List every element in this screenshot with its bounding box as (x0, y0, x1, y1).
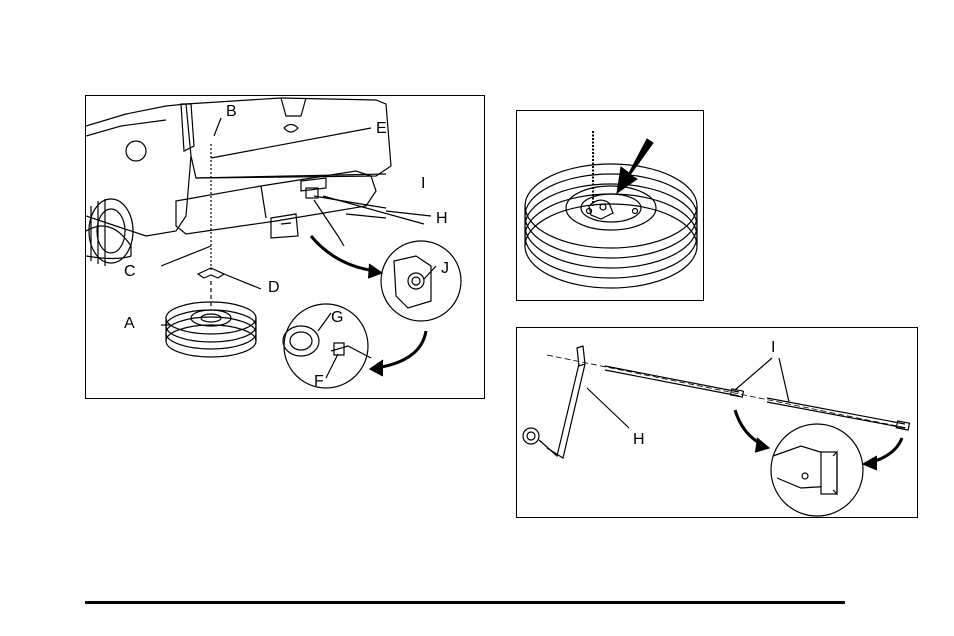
label-i-extensions: I (771, 339, 775, 356)
label-f: F (314, 373, 324, 390)
label-c: C (124, 263, 136, 280)
vehicle-rear-illustration: B E I H J C D G A F (86, 96, 486, 400)
label-g: G (331, 309, 343, 326)
spare-tire-icon (517, 111, 705, 302)
figure-jack-handle-extensions: I H (516, 327, 918, 518)
label-a: A (124, 315, 135, 332)
label-e: E (376, 120, 387, 137)
jack-handle-icon: I H (517, 328, 919, 519)
curved-arrow-icon (368, 264, 382, 278)
label-h-handle: H (633, 431, 645, 448)
footer-rule (85, 601, 845, 604)
curved-arrow-icon (755, 438, 769, 452)
label-b: B (226, 103, 237, 120)
figure-spare-tire-removal: B E I H J C D G A F (85, 95, 485, 399)
arrow-down-icon (617, 139, 653, 193)
label-d: D (268, 279, 280, 296)
extension-rod-icon (771, 424, 863, 516)
label-i: I (421, 175, 425, 192)
figure-tire-retainer (516, 110, 704, 301)
label-j: J (441, 260, 449, 277)
label-h: H (436, 210, 448, 227)
